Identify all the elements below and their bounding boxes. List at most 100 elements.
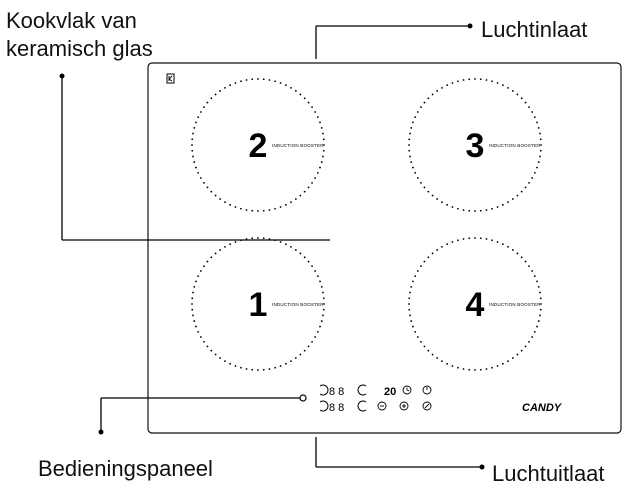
zone-dot (219, 198, 222, 200)
zone-dot (528, 181, 530, 184)
zone-dot (307, 101, 310, 104)
zone-dot (192, 132, 194, 135)
zone-dot (307, 260, 310, 263)
zone-dot (507, 86, 509, 89)
zone-dot (219, 357, 222, 359)
zone-dot (322, 149, 325, 152)
zone-dot (431, 194, 434, 197)
slider-arc-icon[interactable] (357, 400, 367, 412)
zone-dot (268, 209, 271, 211)
zone-dot (294, 357, 297, 359)
zone-dot (192, 155, 194, 158)
zone-dot (303, 97, 306, 100)
slider-arc-icon[interactable] (319, 400, 329, 412)
zone-dot (451, 206, 454, 208)
zone-dot (536, 280, 538, 283)
zone-dot (468, 209, 471, 212)
zone-dot (323, 144, 325, 146)
zone-dot (195, 280, 197, 283)
leader-dot-control-panel (98, 429, 104, 435)
zone-dot (423, 101, 426, 104)
zone-dot (203, 340, 205, 343)
zone-dot (423, 260, 426, 263)
zone-display-row1: 8 8 (329, 386, 344, 398)
zone-number: 4 (466, 286, 485, 324)
zone-dot (474, 210, 476, 212)
zone-dot (533, 116, 536, 119)
zone-dot (262, 209, 265, 212)
zone-dot (195, 166, 197, 169)
zone-dot (501, 203, 504, 206)
zone-dot (319, 166, 321, 169)
zone-dot (224, 360, 226, 363)
zone-dot (206, 186, 209, 189)
zone-dot (219, 249, 222, 251)
minus-icon[interactable] (377, 401, 387, 411)
zone-dot (303, 349, 306, 352)
zone-dot (262, 78, 265, 81)
clock-icon[interactable] (402, 385, 412, 395)
zone-dot (290, 201, 292, 204)
zone-dot (539, 314, 541, 317)
zone-dot (431, 252, 434, 255)
zone-dot (516, 93, 519, 96)
zone-dot (540, 303, 542, 305)
on-off-icon[interactable] (422, 401, 432, 411)
zone-dot (322, 314, 324, 317)
zone-dot (446, 243, 449, 246)
power-icon[interactable] (422, 385, 432, 395)
zone-dot (410, 320, 413, 322)
slider-arc-icon[interactable] (319, 384, 329, 396)
zone-caption: INDUCTION BOOSTER (489, 143, 541, 148)
zone-dot (491, 207, 493, 210)
zone-dot (314, 336, 317, 338)
zone-dot (210, 256, 213, 259)
zone-dot (451, 82, 454, 84)
zone-dot (520, 190, 523, 193)
zone-dot (457, 207, 459, 210)
zone-dot (520, 256, 523, 259)
zone-dot (251, 237, 254, 240)
zone-dot (491, 80, 493, 83)
zone-dot (240, 80, 242, 83)
zone-dot (290, 245, 292, 248)
zone-dot (410, 161, 413, 163)
zone-dot (245, 238, 248, 240)
zone-dot (191, 149, 194, 152)
zone-dot (431, 93, 434, 96)
zone-dot (224, 86, 226, 89)
zone-dot (311, 340, 313, 343)
zone-dot (531, 336, 534, 338)
zone-dot (192, 291, 194, 294)
zone-dot (229, 243, 232, 246)
zone-dot (539, 291, 541, 294)
zone-dot (193, 320, 196, 322)
zone-dot (251, 209, 254, 212)
zone-number: 1 (249, 286, 268, 324)
zone-dot (416, 336, 419, 338)
zone-dot (229, 203, 232, 206)
zone-dot (427, 97, 430, 100)
zone-dot (468, 78, 471, 81)
zone-dot (320, 161, 323, 163)
zone-dot (528, 106, 530, 109)
zone-dot (446, 362, 449, 365)
slider-arc-icon[interactable] (357, 384, 367, 396)
zone-dot (191, 303, 193, 305)
zone-dot (274, 207, 276, 210)
zone-dot (501, 84, 504, 87)
zone-dot (257, 210, 259, 212)
zone-dot (420, 181, 422, 184)
zone-dot (539, 155, 541, 158)
plus-icon[interactable] (399, 401, 409, 411)
zone-dot (485, 368, 488, 370)
zone-dot (197, 330, 200, 333)
leader-dot-air-inlet (467, 23, 473, 29)
zone-dot (441, 201, 443, 204)
zone-dot (531, 111, 534, 113)
zone-dot (284, 203, 287, 206)
zone-dot (224, 201, 226, 204)
